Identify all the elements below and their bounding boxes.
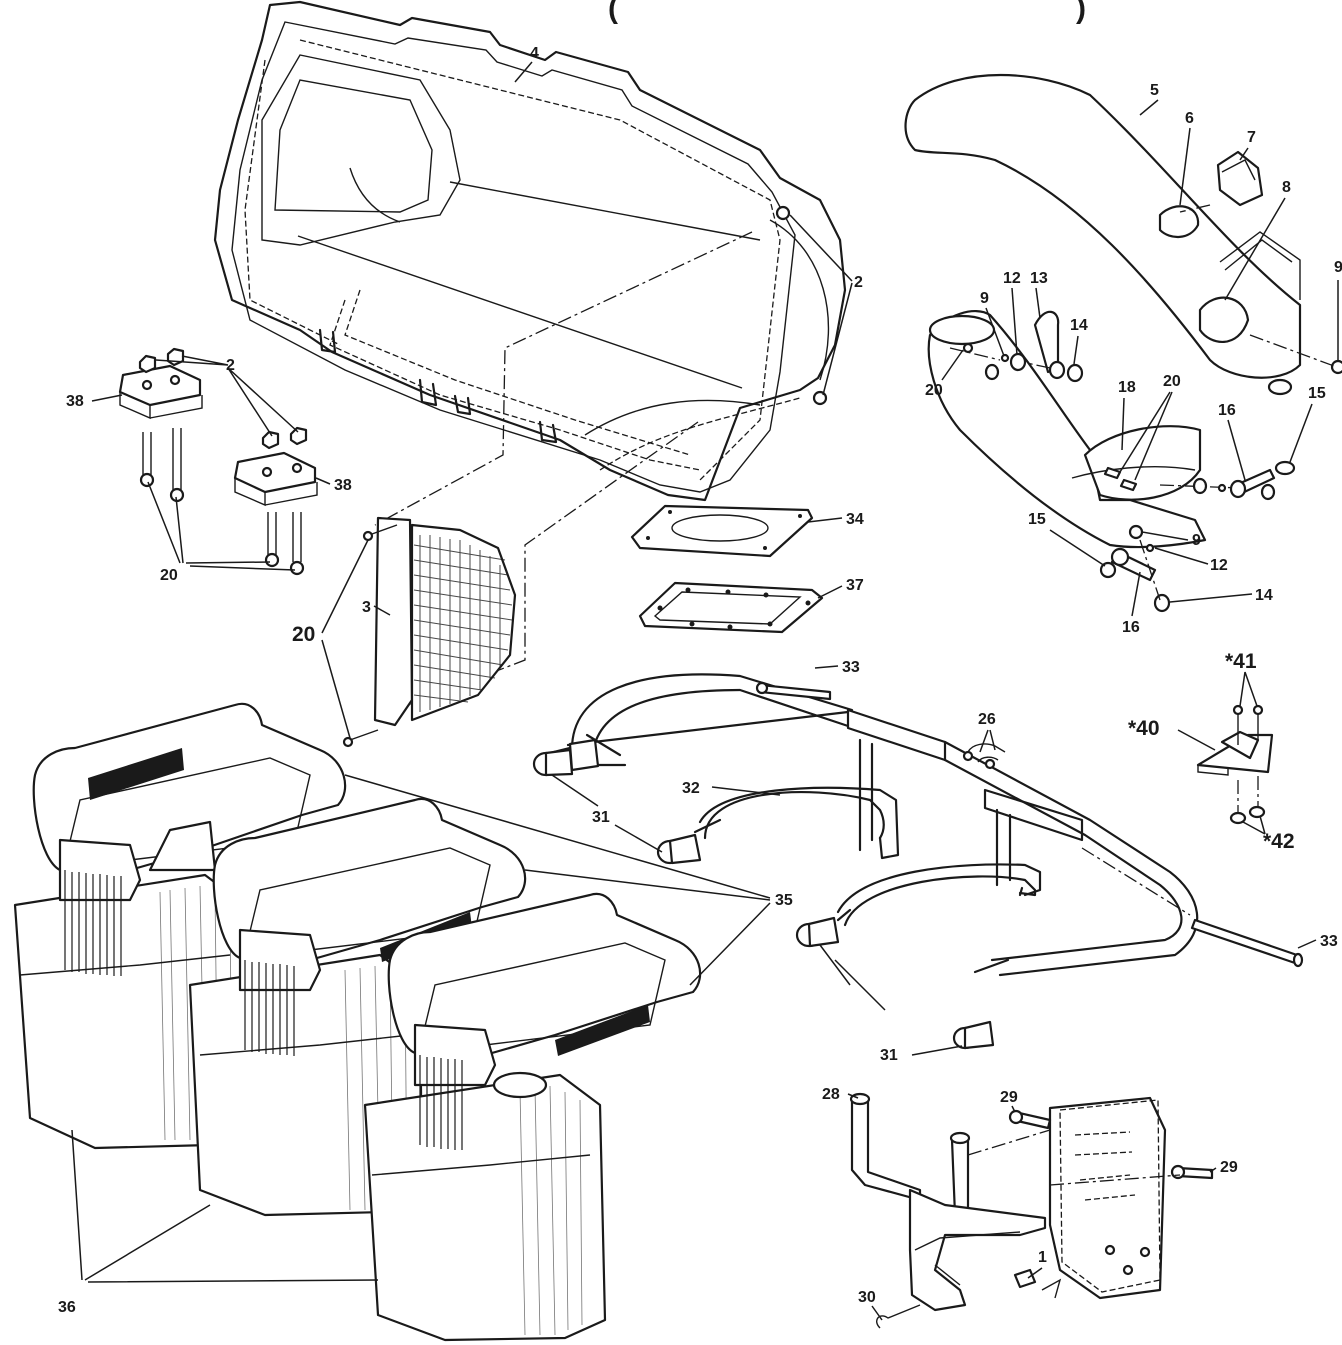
- callout-18: 18: [1118, 379, 1136, 396]
- part-32-frame: [540, 673, 1199, 977]
- callout-14-lower: 14: [1255, 587, 1273, 604]
- callout-7: 7: [1247, 129, 1256, 146]
- hardware-right-side: [1192, 460, 1296, 501]
- callout-31-lower: 31: [880, 1047, 898, 1064]
- callout-12-upper: 12: [1003, 270, 1021, 287]
- chute-lower-assembly: [927, 310, 1207, 549]
- part-28-bracket: [849, 1092, 1214, 1329]
- callout-31-upper: 31: [592, 809, 610, 826]
- callout-9-upper: 9: [980, 290, 989, 307]
- callout-28: 28: [822, 1086, 840, 1103]
- callout-35: 35: [775, 892, 793, 909]
- part-5-chute: [904, 73, 1342, 396]
- callout-14-upper: 14: [1070, 317, 1088, 334]
- callout-5: 5: [1150, 82, 1159, 99]
- part-38-bracket-left: [118, 347, 203, 503]
- callout-8: 8: [1282, 179, 1291, 196]
- callout-9-lower: 9: [1192, 532, 1201, 549]
- bag-assembly-left: [13, 702, 347, 1150]
- callout-20-right: 20: [1163, 373, 1181, 390]
- callout-2-hood: 2: [854, 274, 863, 291]
- callout-9-edge: 9: [1334, 259, 1342, 276]
- title-fragment-open: (: [608, 0, 618, 25]
- callout-2-brackets: 2: [226, 357, 235, 374]
- callout-29-lower: 29: [1220, 1159, 1238, 1176]
- callout-40: *40: [1128, 717, 1160, 740]
- callout-33-lower: 33: [1320, 933, 1338, 950]
- callout-38-left: 38: [66, 393, 84, 410]
- callout-37: 37: [846, 577, 864, 594]
- hardware-lower-side: [1099, 524, 1171, 613]
- part-38-bracket-right: [233, 426, 318, 576]
- callout-26: 26: [978, 711, 996, 728]
- part-3-screen: [342, 516, 517, 748]
- callout-20-brackets: 20: [160, 567, 178, 584]
- part-4-bagger-top: [213, 0, 847, 502]
- callout-29-upper: 29: [1000, 1089, 1018, 1106]
- callout-12-lower: 12: [1210, 557, 1228, 574]
- part-31-caps: [532, 738, 995, 1050]
- callout-20-upper: 20: [925, 382, 943, 399]
- callout-15-upper: 15: [1308, 385, 1326, 402]
- part-26-pin: [962, 743, 1006, 770]
- title-fragment-close: ): [1076, 0, 1086, 25]
- callout-32: 32: [682, 780, 700, 797]
- screws-20-chute: [1103, 466, 1138, 492]
- callout-38-right: 38: [334, 477, 352, 494]
- callout-20-screen: 20: [292, 623, 315, 646]
- bag-assembly-right: [363, 892, 702, 1342]
- callout-30: 30: [858, 1289, 876, 1306]
- callout-42: *42: [1263, 830, 1295, 853]
- callout-34: 34: [846, 511, 864, 528]
- callout-33-upper: 33: [842, 659, 860, 676]
- callout-13: 13: [1030, 270, 1048, 287]
- part-33-rods: [755, 681, 1304, 968]
- callout-4: 4: [530, 45, 539, 62]
- callout-16-lower: 16: [1122, 619, 1140, 636]
- callout-41: *41: [1225, 650, 1257, 673]
- callout-16-upper: 16: [1218, 402, 1236, 419]
- hardware-washers-upper: [1000, 352, 1084, 383]
- part-37-frame: [638, 581, 824, 634]
- part-40-plate: [1196, 704, 1274, 825]
- callout-36: 36: [58, 1299, 76, 1316]
- part-34-gasket: [630, 504, 814, 558]
- callout-1: 1: [1038, 1249, 1047, 1266]
- callout-15-lower: 15: [1028, 511, 1046, 528]
- callout-6: 6: [1185, 110, 1194, 127]
- callout-3: 3: [362, 599, 371, 616]
